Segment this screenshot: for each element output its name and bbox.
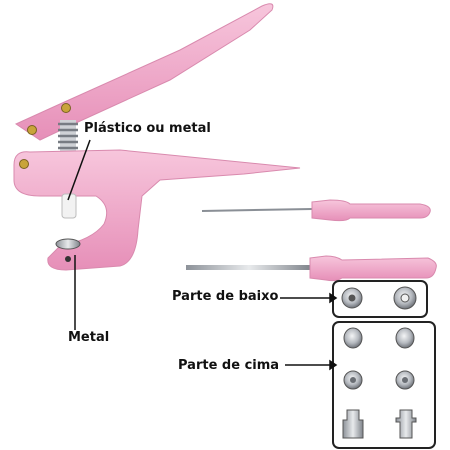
label-plastic-or-metal: Plástico ou metal	[84, 121, 211, 136]
bottom-part-dies	[341, 286, 417, 310]
label-top-part: Parte de cima	[178, 358, 280, 373]
screwdriver-tool	[186, 255, 437, 282]
pliers-lower-body	[13, 149, 301, 271]
snap-pliers	[13, 3, 301, 271]
upper-die	[61, 193, 77, 219]
pivot-screw-icon	[19, 159, 29, 169]
top-part-dies	[342, 327, 417, 439]
callout-lines	[67, 139, 338, 371]
label-metal: Metal	[68, 330, 110, 345]
pivot-screw-icon	[27, 125, 37, 135]
callout-plastic-line	[67, 139, 91, 201]
pivot-screw-icon	[61, 103, 71, 113]
top-part-box	[332, 321, 436, 449]
label-bottom-part: Parte de baixo	[172, 289, 279, 304]
awl-tool	[201, 199, 431, 222]
pliers-upper-handle	[14, 3, 274, 141]
lower-die	[55, 238, 81, 250]
